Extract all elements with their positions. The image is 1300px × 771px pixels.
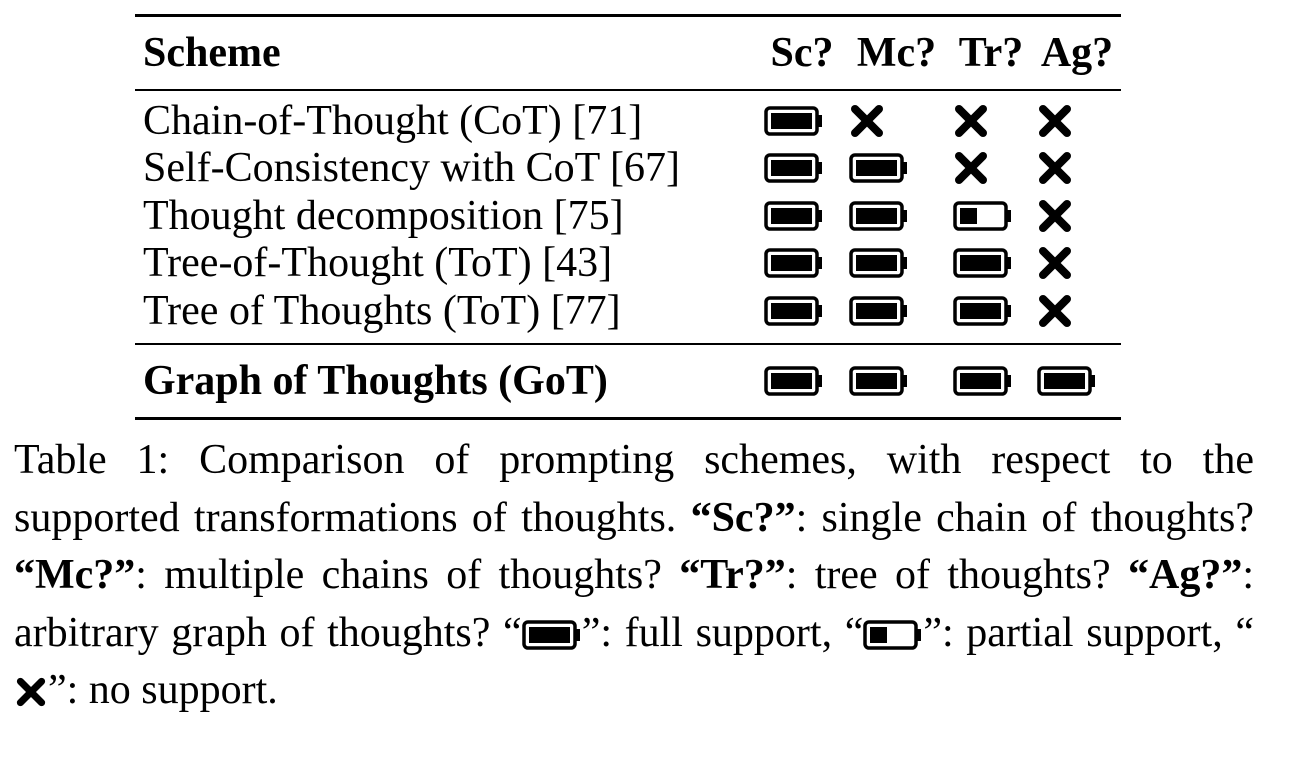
cell-tr (948, 365, 1034, 396)
scheme-name: Graph of Thoughts (GoT) (143, 357, 608, 404)
battery-full-icon (764, 248, 824, 278)
cell-sc (759, 365, 845, 396)
caption-def-none: ”: no support. (48, 667, 278, 713)
caption-open-quote-partial: “ (844, 609, 864, 656)
header-sc: Sc? (770, 30, 834, 76)
cross-icon (1037, 246, 1073, 280)
battery-full-icon (764, 365, 824, 396)
battery-full-icon (849, 201, 909, 231)
battery-full-icon (849, 365, 909, 396)
scheme-name: Self-Consistency with CoT [67] (143, 145, 681, 192)
cell-mc (845, 153, 948, 183)
battery-full-icon (849, 296, 909, 326)
caption-term-sc: “Sc?” (690, 494, 796, 541)
caption-open-quote-full: “ (503, 609, 522, 656)
caption-def-partial: ”: partial support, (923, 609, 1236, 656)
table-header: Scheme Sc? Mc? Tr? Ag? (135, 17, 1121, 91)
header-tr: Tr? (958, 30, 1024, 76)
scheme-name: Tree of Thoughts (ToT) [77] (143, 287, 621, 334)
cell-mc (845, 248, 948, 278)
cross-icon (1037, 199, 1073, 233)
battery-full-icon (953, 248, 1013, 278)
cell-mc (845, 104, 948, 138)
cell-sc (759, 153, 845, 183)
header-ag: Ag? (1040, 30, 1114, 76)
caption-open-quote-none: “ (1235, 609, 1254, 656)
table-caption: Table 1: Comparison of prompting schemes… (14, 432, 1254, 720)
cell-sc (759, 201, 845, 231)
battery-partial-icon (863, 619, 923, 650)
header-mc: Mc? (856, 30, 937, 76)
comparison-table: Scheme Sc? Mc? Tr? Ag? Chain-of-Thought … (135, 14, 1121, 420)
caption-def-sc: : single chain of thoughts? (795, 494, 1254, 541)
battery-full-icon (953, 365, 1013, 396)
header-scheme: Scheme (143, 30, 281, 76)
battery-full-icon (764, 296, 824, 326)
battery-full-icon (764, 153, 824, 183)
caption-term-mc: “Mc?” (14, 552, 136, 598)
cell-tr (948, 104, 1034, 138)
cross-icon (1037, 104, 1073, 138)
cross-icon (849, 104, 885, 138)
cell-ag (1034, 246, 1120, 280)
cell-tr (948, 296, 1034, 326)
cell-sc (759, 296, 845, 326)
scheme-name: Tree-of-Thought (ToT) [43] (143, 240, 613, 287)
caption-text: Table 1: Comparison of prompting schemes… (14, 437, 1254, 541)
caption-def-ag: : arbitrary graph of thoughts? (14, 552, 1254, 656)
battery-full-icon (953, 296, 1013, 326)
table-row: Self-Consistency with CoT [67] (135, 145, 1121, 193)
caption-term-ag: “Ag?” (1127, 552, 1243, 598)
cross-icon (1037, 294, 1073, 328)
cell-tr (948, 248, 1034, 278)
cell-ag (1034, 199, 1120, 233)
caption-def-mc: : multiple chains of thoughts? (135, 552, 680, 598)
cross-icon (953, 104, 989, 138)
cell-ag (1034, 151, 1120, 185)
table-row: Thought decomposition [75] (135, 192, 1121, 240)
scheme-name: Thought decomposition [75] (143, 192, 624, 239)
battery-full-icon (849, 248, 909, 278)
table-row: Chain-of-Thought (CoT) [71] (135, 97, 1121, 145)
table-row: Tree of Thoughts (ToT) [77] (135, 287, 1121, 335)
battery-full-icon (764, 201, 824, 231)
cell-mc (845, 365, 948, 396)
cell-tr (948, 201, 1034, 231)
cross-icon (1037, 151, 1073, 185)
cell-mc (845, 296, 948, 326)
battery-full-icon (849, 153, 909, 183)
cell-sc (759, 248, 845, 278)
scheme-name: Chain-of-Thought (CoT) [71] (143, 97, 643, 144)
caption-def-full: ”: full support, (581, 609, 845, 656)
cell-tr (948, 151, 1034, 185)
battery-full-icon (764, 106, 824, 136)
table-row: Tree-of-Thought (ToT) [43] (135, 240, 1121, 288)
cell-mc (845, 201, 948, 231)
cell-ag (1034, 294, 1120, 328)
battery-full-icon (1037, 365, 1097, 396)
cell-ag (1034, 365, 1120, 396)
caption-term-tr: “Tr?” (679, 552, 786, 598)
cell-sc (759, 106, 845, 136)
battery-partial-icon (953, 201, 1013, 231)
table-body: Chain-of-Thought (CoT) [71]Self-Consiste… (135, 91, 1121, 345)
caption-def-tr: : tree of thoughts? (785, 552, 1128, 598)
table-row-got: Graph of Thoughts (GoT) (135, 345, 1121, 417)
battery-full-icon (521, 619, 582, 650)
cross-icon (14, 677, 48, 707)
cell-ag (1034, 104, 1120, 138)
cross-icon (953, 151, 989, 185)
